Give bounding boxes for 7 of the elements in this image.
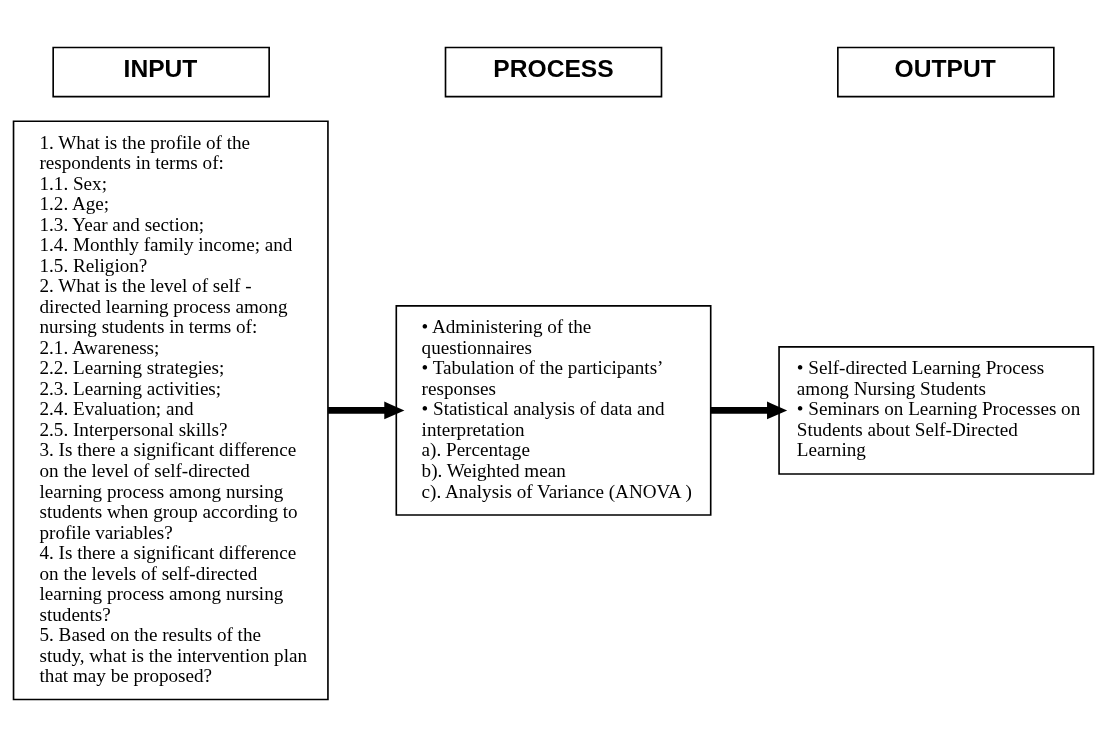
node-box: OUTPUT [837,46,1055,98]
node-box: • Administering of the questionnaires • Tabulation of the participants’ responses • Statistical analysis of data and interpretation a). Percentage b). Weighted mean c). Analysis of Variance (ANOVA ) [395,305,712,516]
arrow [710,401,788,420]
node-box: • Self-directed Learning Process among Nursing Students • Seminars on Learning Processes on Students about Self-Directed Learning [778,346,1095,475]
node-box: PROCESS [444,46,663,98]
node-box: 1. What is the profile of the respondents in terms of: 1.1. Sex; 1.2. Age; 1.3. Year and section; 1.4. Monthly family income; and 1.5. Religion? 2. What is the level of self - directed learning process among nursing students in terms of: 2.1. Awareness; 2.2. Learning strategies; 2.3. Learning activities; 2.4. Evaluation; and 2.5. Interpersonal skills? 3. Is there a significant difference on the level of self-directed learning process among nursing students when group according to profile variables? 4. Is there a significant difference on the levels of self-directed learning process among nursing students? 5. Based on the results of the study, what is the intervention plan that may be proposed? [12,120,329,701]
node-box: INPUT [52,46,270,98]
